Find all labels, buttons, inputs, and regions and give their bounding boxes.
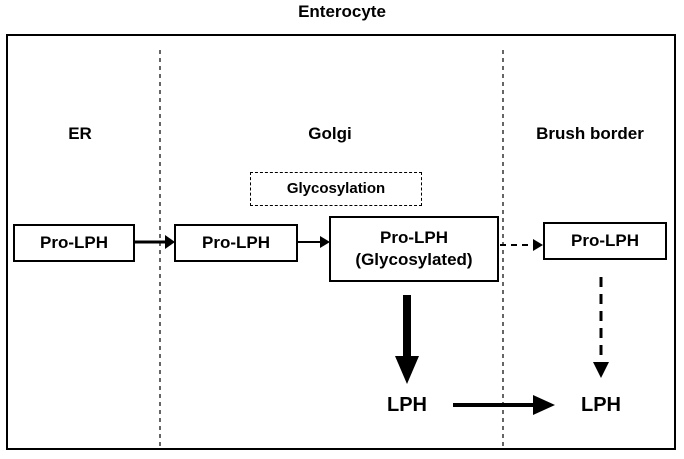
node-brush-lph: LPH bbox=[581, 394, 621, 416]
node-golgi-pro-lph: Pro-LPH bbox=[174, 224, 298, 262]
arrowhead-glycosylated-to-brush bbox=[533, 239, 543, 251]
arrowhead-lph-to-lph bbox=[533, 395, 555, 415]
section-label-golgi: Golgi bbox=[308, 124, 352, 143]
node-er-pro-lph: Pro-LPH bbox=[13, 224, 135, 262]
arrowhead-golgi-to-glycosylated bbox=[320, 236, 330, 248]
arrowhead-glycosylated-to-lph bbox=[395, 356, 419, 384]
enterocyte-frame bbox=[6, 34, 676, 450]
section-label-brush-border: Brush border bbox=[536, 124, 644, 143]
glycosylation-label: Glycosylation bbox=[250, 172, 422, 206]
node-glycosylated-line2: (Glycosylated) bbox=[355, 250, 473, 269]
node-golgi-glycosylated: Pro-LPH (Glycosylated) bbox=[329, 216, 499, 282]
section-label-er: ER bbox=[68, 124, 92, 143]
node-glycosylated-line1: Pro-LPH bbox=[380, 228, 448, 247]
diagram-title: Enterocyte bbox=[298, 2, 386, 21]
node-brush-pro-lph: Pro-LPH bbox=[543, 222, 667, 260]
node-golgi-lph: LPH bbox=[387, 394, 427, 416]
arrowhead-er-to-golgi bbox=[165, 235, 175, 249]
arrowhead-brush-to-lph bbox=[593, 362, 609, 378]
